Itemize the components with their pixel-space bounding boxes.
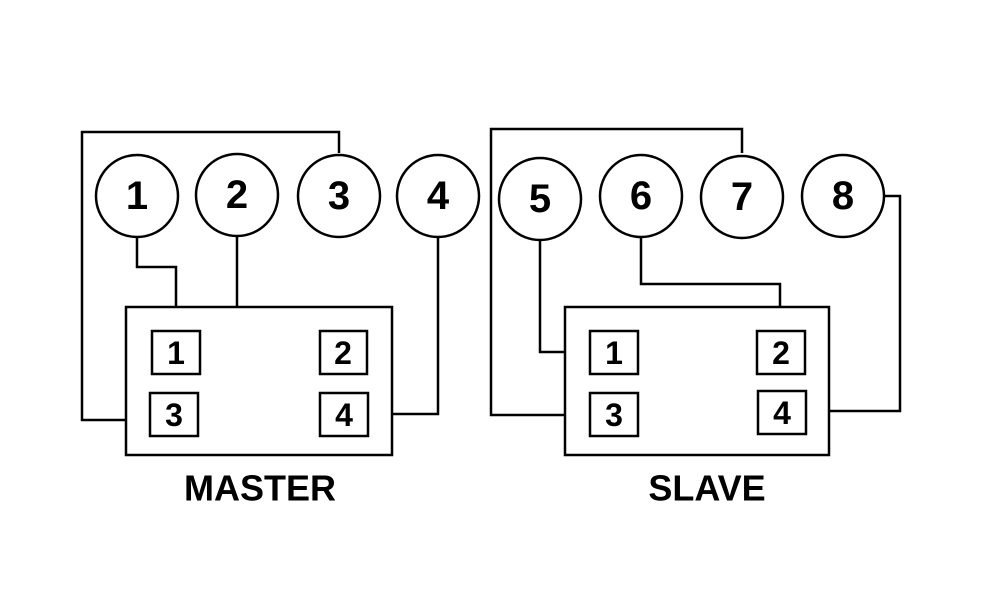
cylinder-6-label: 6	[630, 174, 652, 218]
cylinders: 1 2 3 4 5 6 7 8	[94, 152, 886, 242]
cylinder-3: 3	[296, 153, 382, 239]
master-terminal-4: 4	[318, 391, 370, 438]
wire-cyl3-master-t3	[80, 130, 341, 422]
slave-terminal-2: 2	[755, 329, 807, 376]
wire-cyl7-slave-t3	[489, 127, 744, 417]
slave-terminal-2-label: 2	[772, 335, 790, 371]
slave-terminal-4: 4	[756, 389, 808, 436]
wire-cyl8-slave-t4	[806, 194, 902, 413]
cylinder-7-label: 7	[731, 175, 753, 219]
cylinder-8: 8	[800, 153, 886, 239]
slave-terminal-4-label: 4	[773, 395, 791, 431]
master-terminal-3: 3	[148, 391, 200, 438]
slave-terminal-3-label: 3	[605, 397, 623, 433]
wire-cyl1-master-t1	[135, 236, 178, 331]
cylinder-2-label: 2	[226, 173, 248, 217]
master-terminal-4-label: 4	[335, 397, 353, 433]
master-terminal-3-label: 3	[165, 397, 183, 433]
master-terminal-1-label: 1	[167, 335, 185, 371]
cylinder-1-label: 1	[126, 174, 148, 218]
master-terminal-2-label: 2	[334, 335, 352, 371]
master-label: MASTER	[184, 468, 336, 509]
master-terminal-1: 1	[150, 329, 202, 376]
cylinder-5-label: 5	[529, 177, 551, 221]
slave-terminal-1: 1	[588, 329, 640, 376]
cylinder-3-label: 3	[328, 174, 350, 218]
slave-unit: 1 2 3 4 SLAVE	[563, 305, 831, 509]
cylinder-1: 1	[94, 153, 180, 239]
master-terminal-2: 2	[318, 329, 369, 376]
cylinder-4-label: 4	[427, 174, 450, 218]
cylinder-2: 2	[194, 152, 280, 238]
cylinder-8-label: 8	[832, 174, 854, 218]
slave-terminal-1-label: 1	[605, 335, 623, 371]
cylinder-7: 7	[699, 154, 785, 240]
wires	[80, 127, 902, 422]
cylinder-4: 4	[395, 153, 481, 239]
master-unit: 1 2 3 4 MASTER	[124, 305, 394, 509]
cylinder-5: 5	[497, 156, 583, 242]
slave-label: SLAVE	[648, 468, 765, 509]
cylinder-6: 6	[598, 153, 684, 239]
slave-terminal-3: 3	[588, 391, 640, 438]
